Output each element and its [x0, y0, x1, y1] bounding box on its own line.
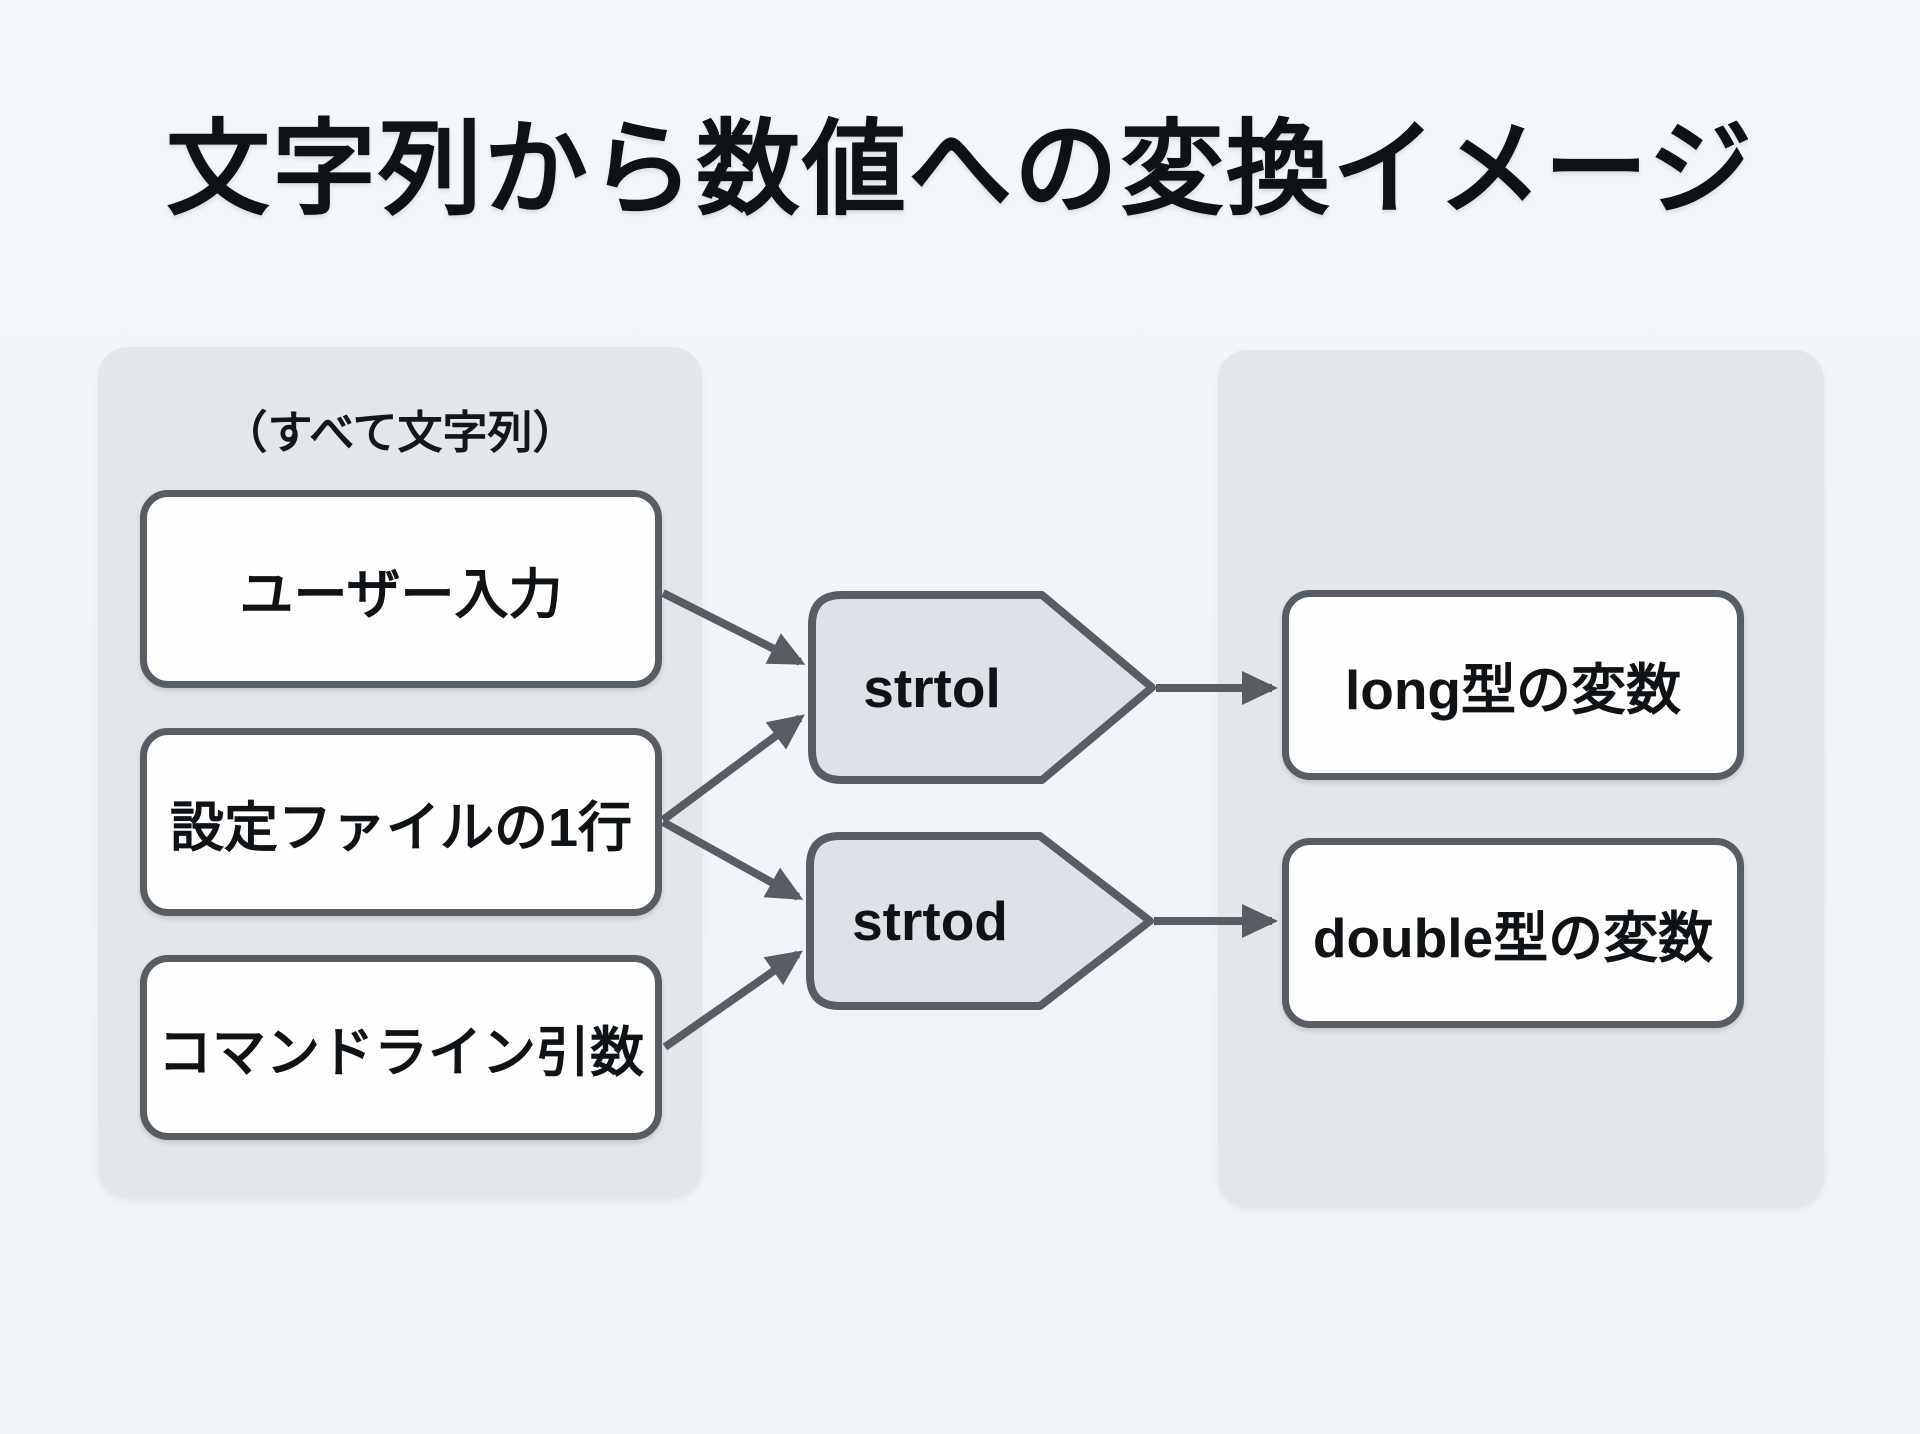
node-cmdline-args-label: コマンドライン引数	[158, 1023, 644, 1083]
node-config-line: 設定ファイルの1行	[140, 728, 662, 916]
strtol-pentagon-shape	[808, 591, 1156, 784]
node-double-var: double型の変数	[1282, 838, 1744, 1028]
edge-user-input-to-strtol	[661, 589, 806, 666]
page-title: 文字列から数値への変換イメージ	[166, 112, 1754, 228]
edge-config-line-to-strtod	[661, 818, 804, 901]
node-strtod-label: strtod	[852, 890, 1008, 952]
node-user-input-label: ユーザー入力	[239, 564, 563, 625]
node-strtod: strtod	[810, 836, 1050, 1006]
node-config-line-label: 設定ファイルの1行	[169, 797, 633, 858]
strings-group-caption: （すべて文字列）	[222, 407, 578, 458]
node-cmdline-args: コマンドライン引数	[140, 955, 662, 1140]
node-long-var: long型の変数	[1282, 590, 1744, 780]
node-long-var-label: long型の変数	[1344, 659, 1682, 721]
node-strtol: strtol	[812, 595, 1052, 780]
node-strtol-label: strtol	[863, 656, 1001, 719]
edge-cmdline-args-to-strtod	[662, 950, 803, 1051]
node-user-input: ユーザー入力	[140, 490, 662, 688]
node-double-var-label: double型の変数	[1312, 907, 1714, 969]
edge-config-line-to-strtol	[660, 714, 805, 824]
strtod-pentagon-shape	[806, 832, 1154, 1010]
